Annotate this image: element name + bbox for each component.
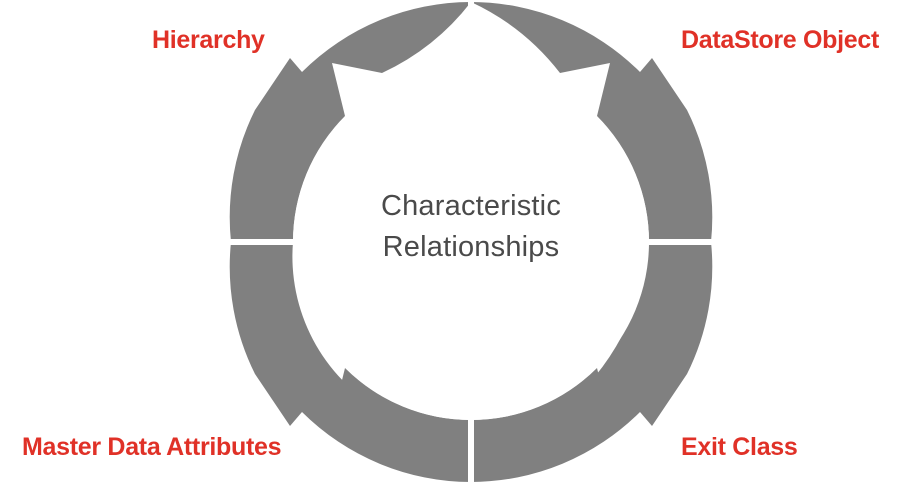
segment-label-master-data-attributes[interactable]: Master Data Attributes: [22, 433, 282, 461]
ring-segments: [229, 2, 713, 482]
segment-label-datastore-object[interactable]: DataStore Object: [681, 26, 880, 54]
ring-segment-hierarchy[interactable]: [229, 2, 471, 242]
segment-label-exit-class[interactable]: Exit Class: [681, 433, 798, 461]
center-disc: [293, 64, 649, 420]
segment-label-hierarchy[interactable]: Hierarchy: [152, 26, 265, 54]
ring-dividers: [229, 0, 713, 484]
ring-segment-exit-class[interactable]: [471, 242, 713, 482]
ring-segment-master-data-attributes[interactable]: [229, 242, 471, 482]
ring-segment-datastore-object[interactable]: [471, 2, 713, 242]
